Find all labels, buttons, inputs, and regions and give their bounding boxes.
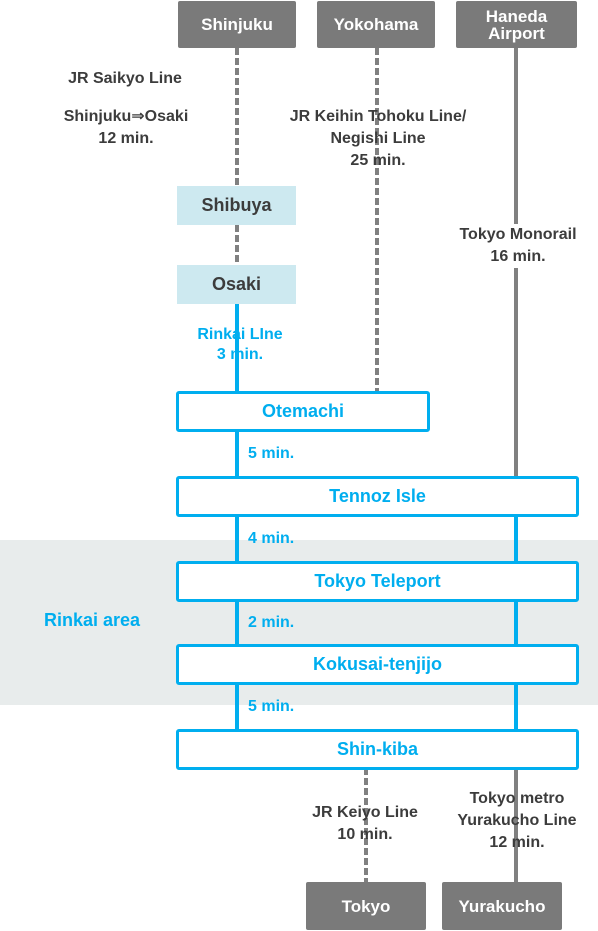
station-otemachi-label: Otemachi [261, 401, 345, 421]
monorail-rinkai-track [514, 515, 518, 732]
station-osaki: Osaki [177, 265, 296, 304]
yurakucho-line-name-2: Yurakucho Line [457, 812, 577, 829]
keihin-line-name-2: Negishi Line [330, 130, 426, 147]
origin-shinjuku-label: Shinjuku [201, 15, 273, 34]
destination-yurakucho-label: Yurakucho [458, 896, 546, 916]
rinkai-area-label: Rinkai area [44, 610, 141, 630]
saikyo-route: Shinjuku⇒Osaki [63, 108, 189, 125]
segment-time-1: 5 min. [248, 445, 295, 462]
destination-yurakucho: Yurakucho [442, 882, 562, 930]
monorail-time: 16 min. [490, 248, 546, 265]
keihin-time: 25 min. [350, 152, 406, 169]
keiyo-line-track [364, 768, 368, 883]
station-shin-kiba-label: Shin-kiba [336, 739, 418, 759]
station-kokusai-tenjijo: Kokusai-tenjijo [176, 644, 579, 685]
station-tokyo-teleport-label: Tokyo Teleport [314, 571, 441, 591]
saikyo-line-label: JR Saikyo Line [40, 68, 210, 90]
yurakucho-line-name-1: Tokyo metro [469, 790, 565, 807]
station-shin-kiba: Shin-kiba [176, 729, 579, 770]
segment-time-2: 4 min. [248, 530, 295, 547]
segment-time-3: 2 min. [248, 614, 295, 631]
yurakucho-line-label: Tokyo metro Yurakucho Line 12 min. [436, 788, 598, 854]
keihin-line-name-1: JR Keihin Tohoku Line/ [289, 108, 467, 125]
station-otemachi: Otemachi [176, 391, 430, 432]
station-kokusai-tenjijo-label: Kokusai-tenjijo [312, 654, 442, 674]
saikyo-line-name: JR Saikyo Line [68, 70, 182, 87]
segment-time-4: 5 min. [248, 698, 295, 715]
station-shibuya: Shibuya [177, 186, 296, 225]
monorail-label: Tokyo Monorail 16 min. [438, 224, 598, 268]
station-osaki-label: Osaki [211, 274, 262, 294]
origin-yokohama-label: Yokohama [333, 15, 419, 34]
origin-haneda-label-2: Airport [488, 23, 545, 43]
yurakucho-line-track [514, 768, 518, 883]
origin-haneda-airport: Haneda Airport [456, 1, 577, 48]
rinkai-time: 3 min. [216, 346, 264, 363]
keiyo-line-label: JR Keiyo Line 10 min. [290, 802, 440, 846]
monorail-line-name: Tokyo Monorail [459, 226, 577, 243]
station-tennoz-isle-label: Tennoz Isle [329, 486, 426, 506]
saikyo-time: 12 min. [98, 130, 154, 147]
saikyo-route-label: Shinjuku⇒Osaki 12 min. [40, 106, 212, 150]
origin-haneda-label-1: Haneda [485, 6, 548, 26]
keihin-line-label: JR Keihin Tohoku Line/ Negishi Line 25 m… [268, 106, 488, 172]
keihin-line-track [375, 48, 379, 392]
keiyo-line-name: JR Keiyo Line [312, 804, 418, 821]
rinkai-line-track-top [235, 304, 239, 392]
destination-tokyo-label: Tokyo [341, 896, 391, 916]
keiyo-time: 10 min. [337, 826, 393, 843]
yurakucho-time: 12 min. [489, 834, 545, 851]
origin-shinjuku: Shinjuku [178, 1, 296, 48]
station-tokyo-teleport: Tokyo Teleport [176, 561, 579, 602]
destination-tokyo: Tokyo [306, 882, 426, 930]
rinkai-line-name: Rinkai LIne [197, 326, 283, 343]
station-shibuya-label: Shibuya [201, 195, 272, 215]
saikyo-line-track-2 [235, 225, 239, 265]
rinkai-line-label: Rinkai LIne 3 min. [180, 325, 300, 365]
origin-yokohama: Yokohama [317, 1, 435, 48]
station-tennoz-isle: Tennoz Isle [176, 476, 579, 517]
saikyo-line-track [235, 48, 239, 186]
